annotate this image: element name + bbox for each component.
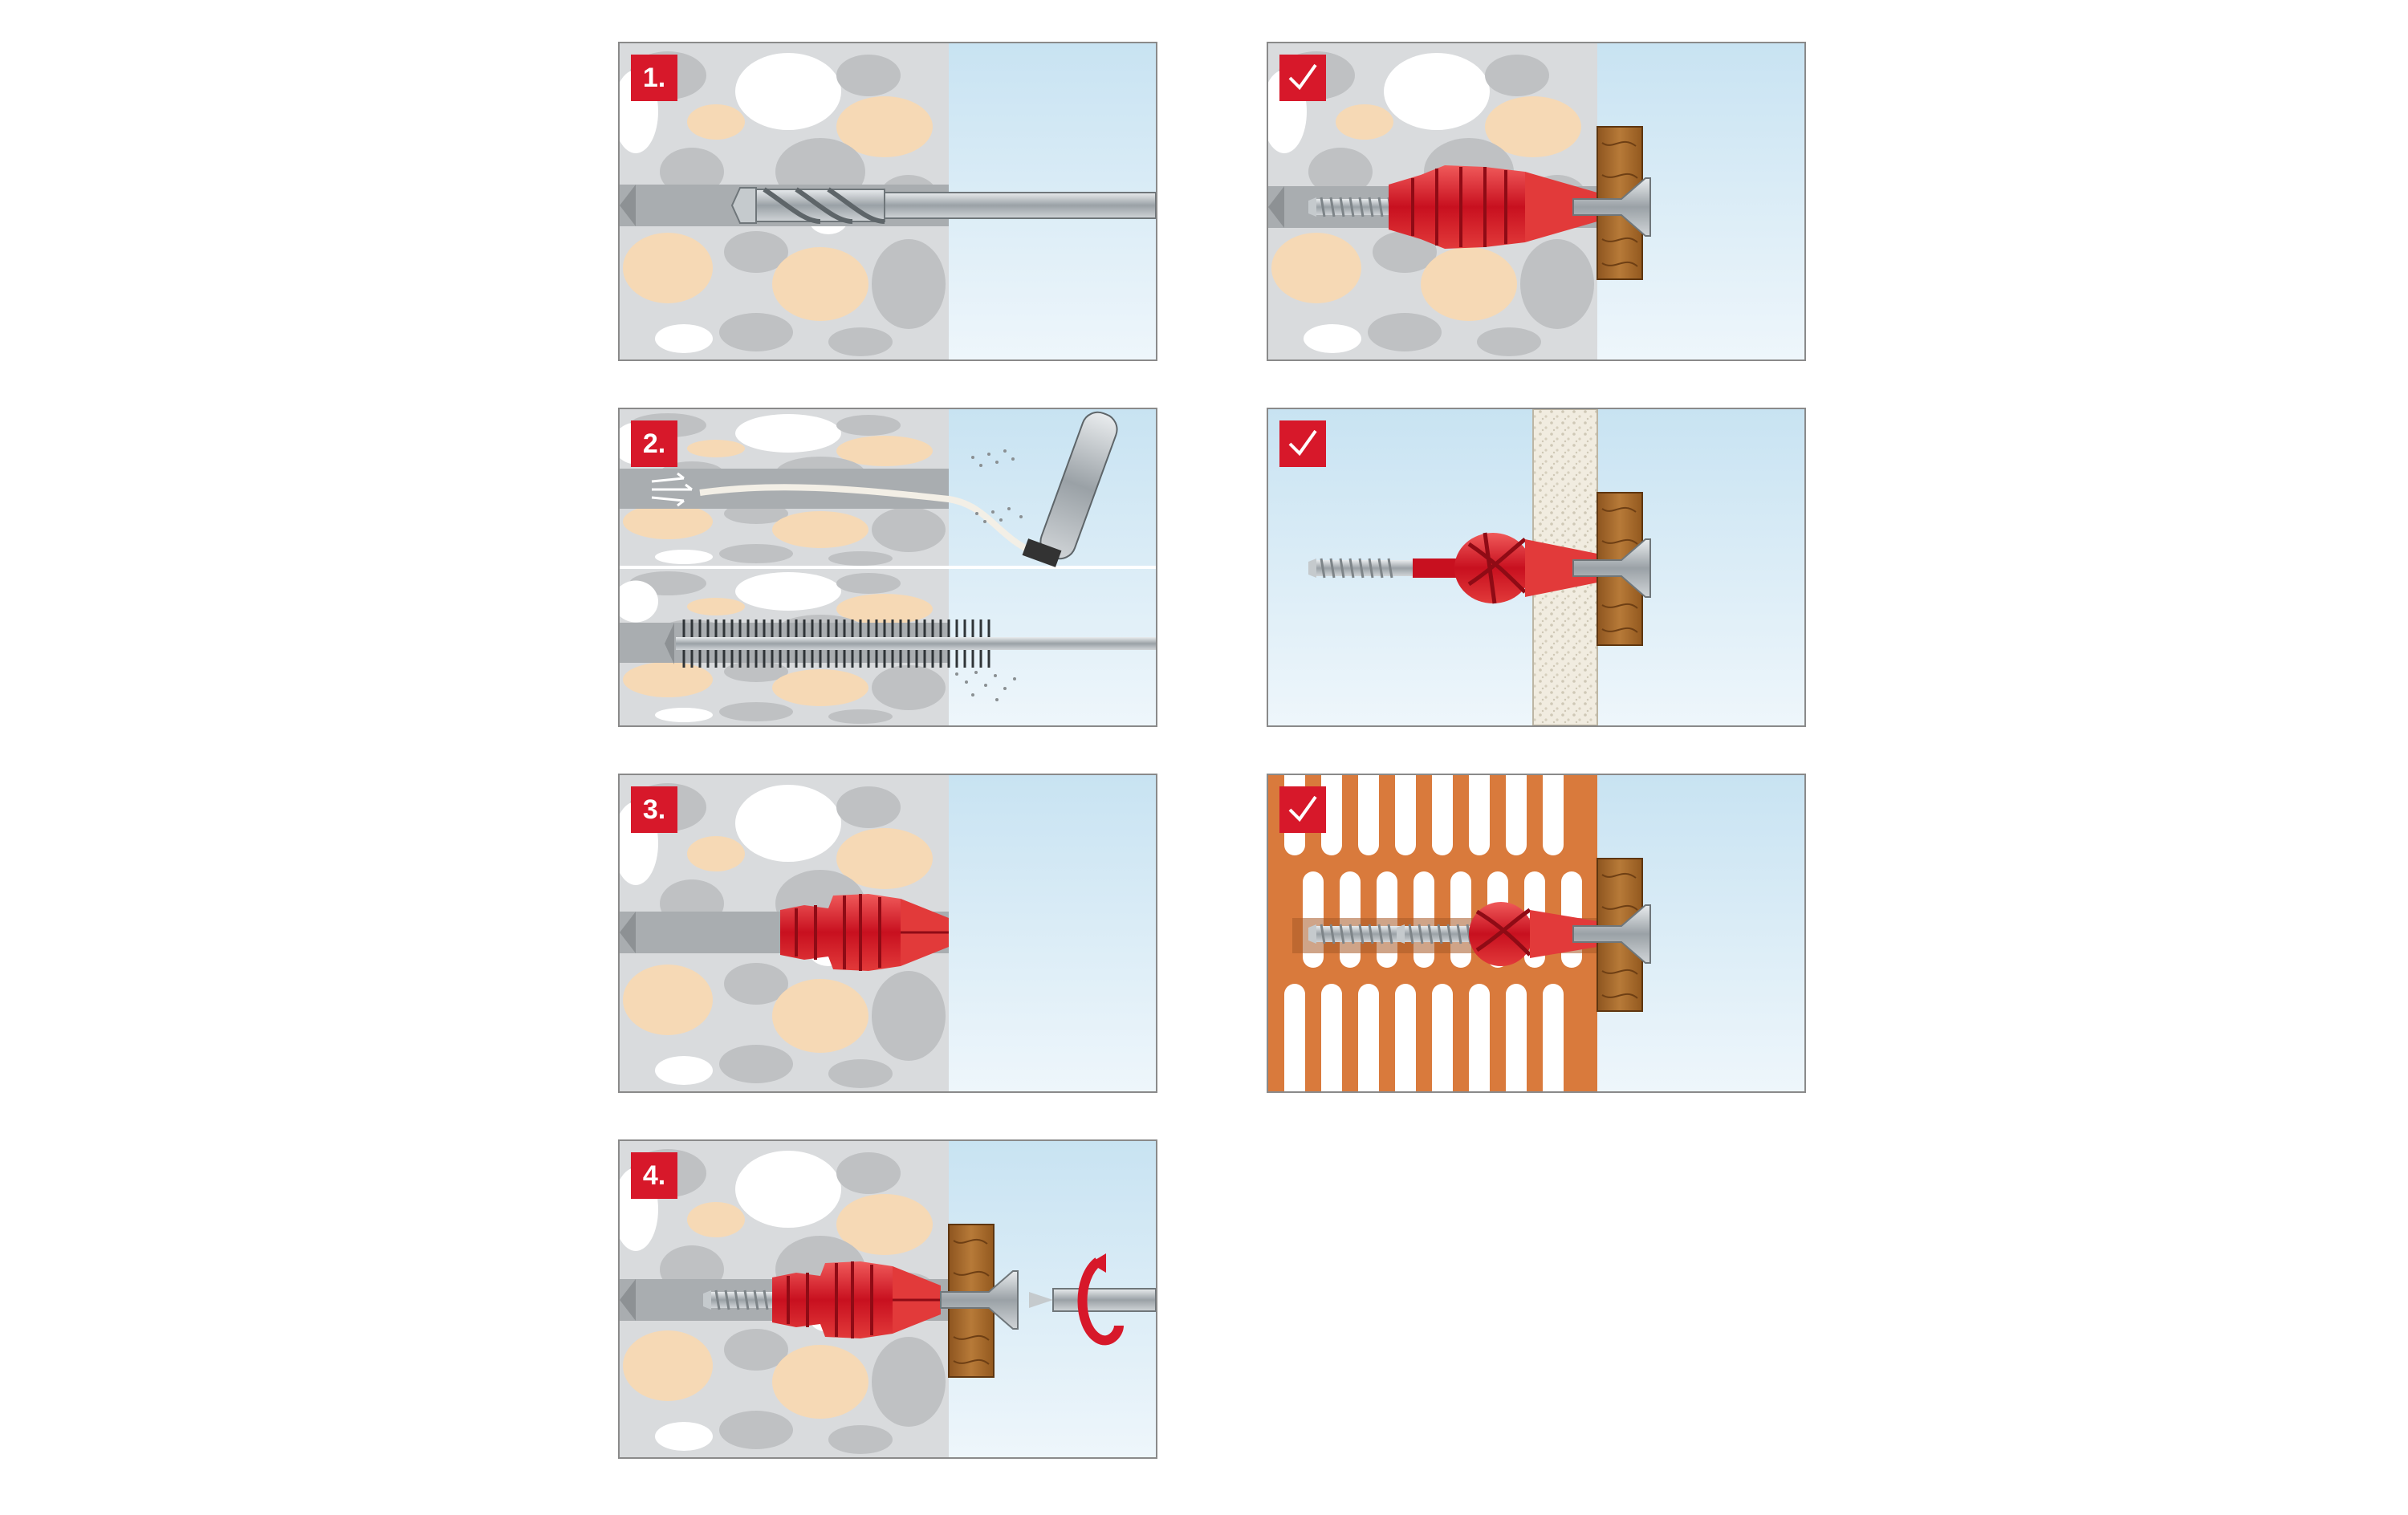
result-aerated-panel <box>1267 408 1806 727</box>
step-1-badge: 1. <box>631 55 677 101</box>
rotate-arrow-icon <box>1077 1253 1124 1346</box>
aerated-fixing-illustration <box>1268 409 1804 725</box>
result-concrete-badge <box>1279 55 1326 101</box>
drill-bit <box>730 187 1156 224</box>
step-4-panel: 4. <box>618 1139 1157 1459</box>
hollow-brick-fixing-illustration <box>1268 775 1804 1091</box>
check-icon <box>1288 63 1317 91</box>
check-icon <box>1288 795 1317 822</box>
result-aerated-badge <box>1279 420 1326 467</box>
step-3-panel: 3. <box>618 774 1157 1093</box>
step-2-panel: 2. <box>618 408 1157 727</box>
step-3-badge: 3. <box>631 786 677 833</box>
blower-pump <box>1022 411 1118 567</box>
step-2-badge: 2. <box>631 420 677 467</box>
step-1-panel: 1. <box>618 42 1157 361</box>
drive-screw-illustration <box>620 1141 1156 1457</box>
step-4-badge: 4. <box>631 1152 677 1199</box>
insert-plug-illustration <box>620 775 1156 1091</box>
result-hollow-brick-panel <box>1267 774 1806 1093</box>
expanded-plug <box>1389 165 1597 249</box>
dust-cloud-bottom <box>955 671 1016 701</box>
concrete-fixing-illustration <box>1268 43 1804 359</box>
drill-hole-illustration <box>620 43 1156 359</box>
dust-cloud-top <box>971 449 1023 523</box>
screwdriver <box>1029 1288 1156 1312</box>
clean-hole-illustration <box>620 409 1156 725</box>
blower-hose <box>699 484 1039 557</box>
knotted-plug <box>1469 902 1597 966</box>
cleaning-brush <box>665 619 1156 668</box>
result-hollow-brick-badge <box>1279 786 1326 833</box>
air-arrows-icon <box>651 477 692 502</box>
knotted-plug <box>1413 532 1597 604</box>
result-concrete-panel <box>1267 42 1806 361</box>
check-icon <box>1288 429 1317 457</box>
